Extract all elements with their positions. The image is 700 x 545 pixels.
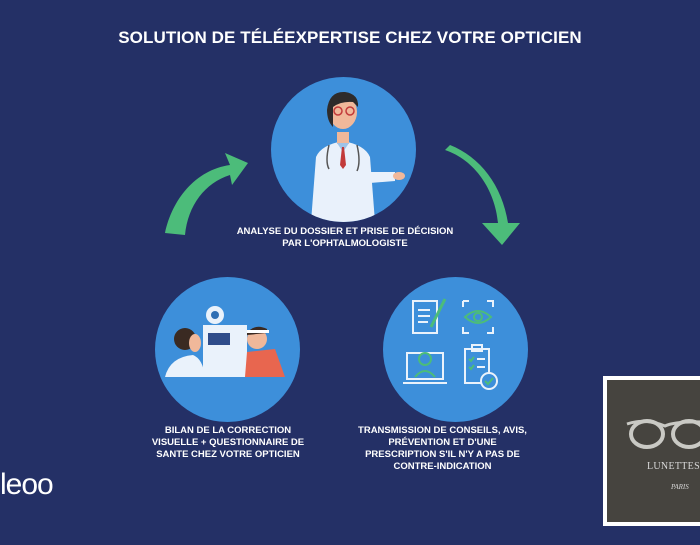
eye-exam-illustration [155, 277, 300, 422]
documents-illustration [383, 277, 528, 422]
lunettes-brand-badge: LUNETTES PARIS [603, 376, 700, 526]
glasses-icon [626, 419, 700, 449]
doctor-icon [311, 91, 405, 222]
curved-arrow-icon [165, 153, 248, 235]
eye-exam-icon [165, 306, 285, 377]
leoo-logo: leoo [0, 468, 54, 501]
page-title: SOLUTION DE TÉLÉEXPERTISE CHEZ VOTRE OPT… [118, 28, 582, 47]
step-label-analysis: ANALYSE DU DOSSIER ET PRISE DE DÉCISION … [236, 226, 454, 249]
doctor-illustration [271, 77, 416, 222]
step-label-assessment: BILAN DE LA CORRECTION VISUELLE + QUESTI… [151, 425, 305, 460]
documents-icon [403, 298, 498, 390]
step-label-transmission: TRANSMISSION DE CONSEILS, AVIS, PRÉVENTI… [358, 425, 527, 472]
brand-city: PARIS [671, 483, 689, 491]
brand-name: LUNETTES [647, 461, 700, 472]
curved-arrow-icon [445, 145, 520, 245]
